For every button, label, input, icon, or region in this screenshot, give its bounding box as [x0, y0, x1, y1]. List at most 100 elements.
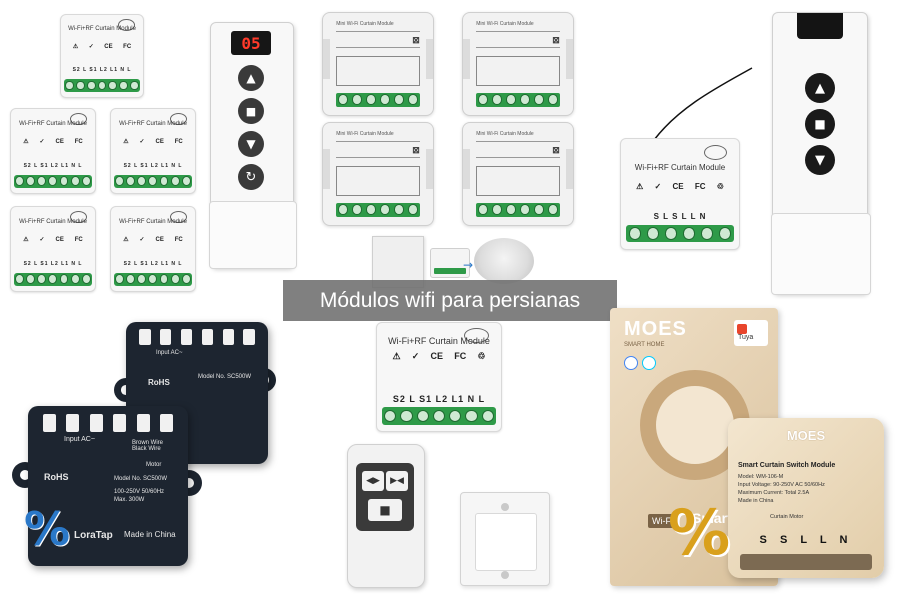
module-title: Wi-Fi+RF Curtain Module [19, 218, 87, 225]
cert-icons: ⚠ ✓ CE FC [118, 136, 189, 148]
pin-labels: S2 L S1 L2 L1 N L [23, 260, 83, 267]
remote-stop-button[interactable]: ■ [805, 109, 835, 139]
mount-tab [426, 38, 433, 80]
pin-labels: S2 L S1 L2 L1 N L [123, 260, 183, 267]
module-card-2: Wi-Fi+RF Curtain Module ⚠ ✓ CE FC S2 L S… [110, 108, 196, 194]
remote-display: 05 [231, 31, 271, 55]
moes-tagline: SMART HOME [624, 342, 665, 348]
rohs-mark: RoHS [148, 378, 170, 387]
mount-ring [464, 328, 489, 344]
remote-down-button[interactable]: ▼ [805, 145, 835, 175]
remote-up-button[interactable]: ▲ [238, 65, 264, 91]
remote-top-window [797, 13, 843, 39]
small-remote: ◀▶ ▶◀ ■ [347, 444, 425, 588]
mount-tab [566, 148, 573, 190]
remote-stop-button[interactable]: ■ [238, 98, 264, 124]
module-card-1: Wi-Fi+RF Curtain Module ⚠ ✓ CE FC S2 L S… [10, 108, 96, 194]
arrow-icon: → [463, 258, 474, 272]
input-label: Input AC~ [156, 350, 183, 356]
moes-model: Model: WM-106-M [738, 474, 784, 480]
check-icon: ✓ [88, 44, 94, 51]
ce-mark-icon: CE [155, 138, 164, 145]
fc-mark-icon: FC [123, 43, 132, 50]
fc-mark-icon: FC [74, 236, 83, 243]
assistant-icons [624, 356, 664, 370]
check-icon: ✓ [39, 237, 45, 244]
tuya-label: Tuya [738, 334, 754, 341]
up-arrow-icon: ▲ [246, 71, 256, 85]
screw-hole [501, 503, 509, 511]
module-card-3: Wi-Fi+RF Curtain Module ⚠ ✓ CE FC S2 L S… [10, 206, 96, 292]
dark-module-front: Input AC~ Brown Wire Black Wire Motor Ro… [28, 406, 188, 566]
crossed-bin-icon: ⊠ [412, 145, 420, 156]
remote-cycle-button[interactable]: ↻ [238, 164, 264, 190]
close-icon: ▶◀ [390, 476, 404, 486]
brand-label: LoraTap [74, 530, 113, 541]
wall-switch [372, 236, 424, 288]
module-title: Wi-Fi+RF Curtain Module [388, 335, 490, 346]
remote-up-button[interactable]: ▲ [805, 73, 835, 103]
mount-ring [69, 211, 87, 224]
wiring-diagram [336, 55, 420, 87]
check-icon: ✓ [654, 181, 662, 191]
screw-hole [501, 571, 509, 579]
fc-mark-icon: FC [74, 138, 83, 145]
warning-icon: ⚠ [636, 181, 644, 191]
module-card-top-left: Wi-Fi+RF Curtain Module ⚠ ✓ CE FC S2 L S… [60, 14, 144, 98]
module-title: Wi-Fi+RF Curtain Module [19, 120, 87, 127]
terminal-block [476, 202, 560, 217]
warning-icon: ⚠ [23, 237, 29, 244]
mount-tab [463, 38, 470, 80]
remote-with-display: 05 ▲ ■ ▼ ↻ [209, 22, 297, 269]
check-icon: ✓ [411, 350, 420, 361]
moes-pins: S S L L N [759, 534, 853, 546]
remote-holder [771, 213, 871, 295]
moes-made-in: Made in China [738, 498, 774, 504]
mini-module-title: Mini Wi-Fi Curtain Module [476, 21, 534, 28]
terminal-block [740, 554, 872, 570]
mount-ring [169, 113, 187, 126]
mini-module-1: Mini Wi-Fi Curtain Module ⊠ [322, 12, 434, 116]
display-value: 05 [241, 33, 261, 53]
moes-current: Maximum Current: Total 2.5A [738, 490, 810, 496]
mini-module-title: Mini Wi-Fi Curtain Module [476, 131, 534, 138]
mount-tab [566, 38, 573, 80]
remote-open-button[interactable]: ◀▶ [362, 471, 384, 491]
remote-close-button[interactable]: ▶◀ [386, 471, 408, 491]
remote-right: ▲ ■ ▼ [771, 12, 871, 295]
ce-mark-icon: CE [672, 181, 684, 191]
warning-icon: ⚠ [23, 139, 29, 146]
wire-label: Brown Wire Black Wire [132, 440, 164, 452]
mini-module-title: Mini Wi-Fi Curtain Module [336, 131, 394, 138]
model-label: Model No. SC500W [114, 476, 168, 482]
stop-icon: ■ [379, 503, 391, 517]
cert-icons: ⚠ ✓ CE FC [18, 234, 89, 246]
warning-icon: ⚠ [392, 350, 401, 361]
mount-ring [169, 211, 187, 224]
mini-module-title: Mini Wi-Fi Curtain Module [336, 21, 394, 28]
spec-lines [336, 141, 420, 158]
pin-labels: S2 L S1 L2 L1 N L [392, 394, 486, 405]
warning-icon: ⚠ [72, 44, 79, 51]
module-title: Wi-Fi+RF Curtain Module [119, 218, 187, 225]
terminal-block [336, 92, 420, 107]
fc-mark-icon: FC [694, 181, 706, 191]
remote-stop-button[interactable]: ■ [368, 499, 402, 521]
remote-holder [209, 201, 297, 269]
terminal-block [14, 272, 92, 286]
ce-mark-icon: CE [55, 236, 64, 243]
moes-motor: Curtain Motor [770, 514, 804, 520]
down-arrow-icon: ▼ [815, 152, 825, 168]
cert-icons: ⚠ ✓ CE FC [18, 136, 89, 148]
ce-mark-icon: CE [155, 236, 164, 243]
crossed-bin-icon: ⊠ [552, 145, 560, 156]
terminal-block [114, 272, 192, 286]
spec-lines [476, 141, 560, 158]
stop-icon: ■ [814, 117, 826, 131]
wiring-diagram [476, 55, 560, 87]
google-assistant-icon [624, 356, 638, 370]
remote-down-button[interactable]: ▼ [238, 131, 264, 157]
crossed-bin-icon: ⊠ [552, 35, 560, 46]
mount-tab [463, 148, 470, 190]
terminal-block [476, 92, 560, 107]
